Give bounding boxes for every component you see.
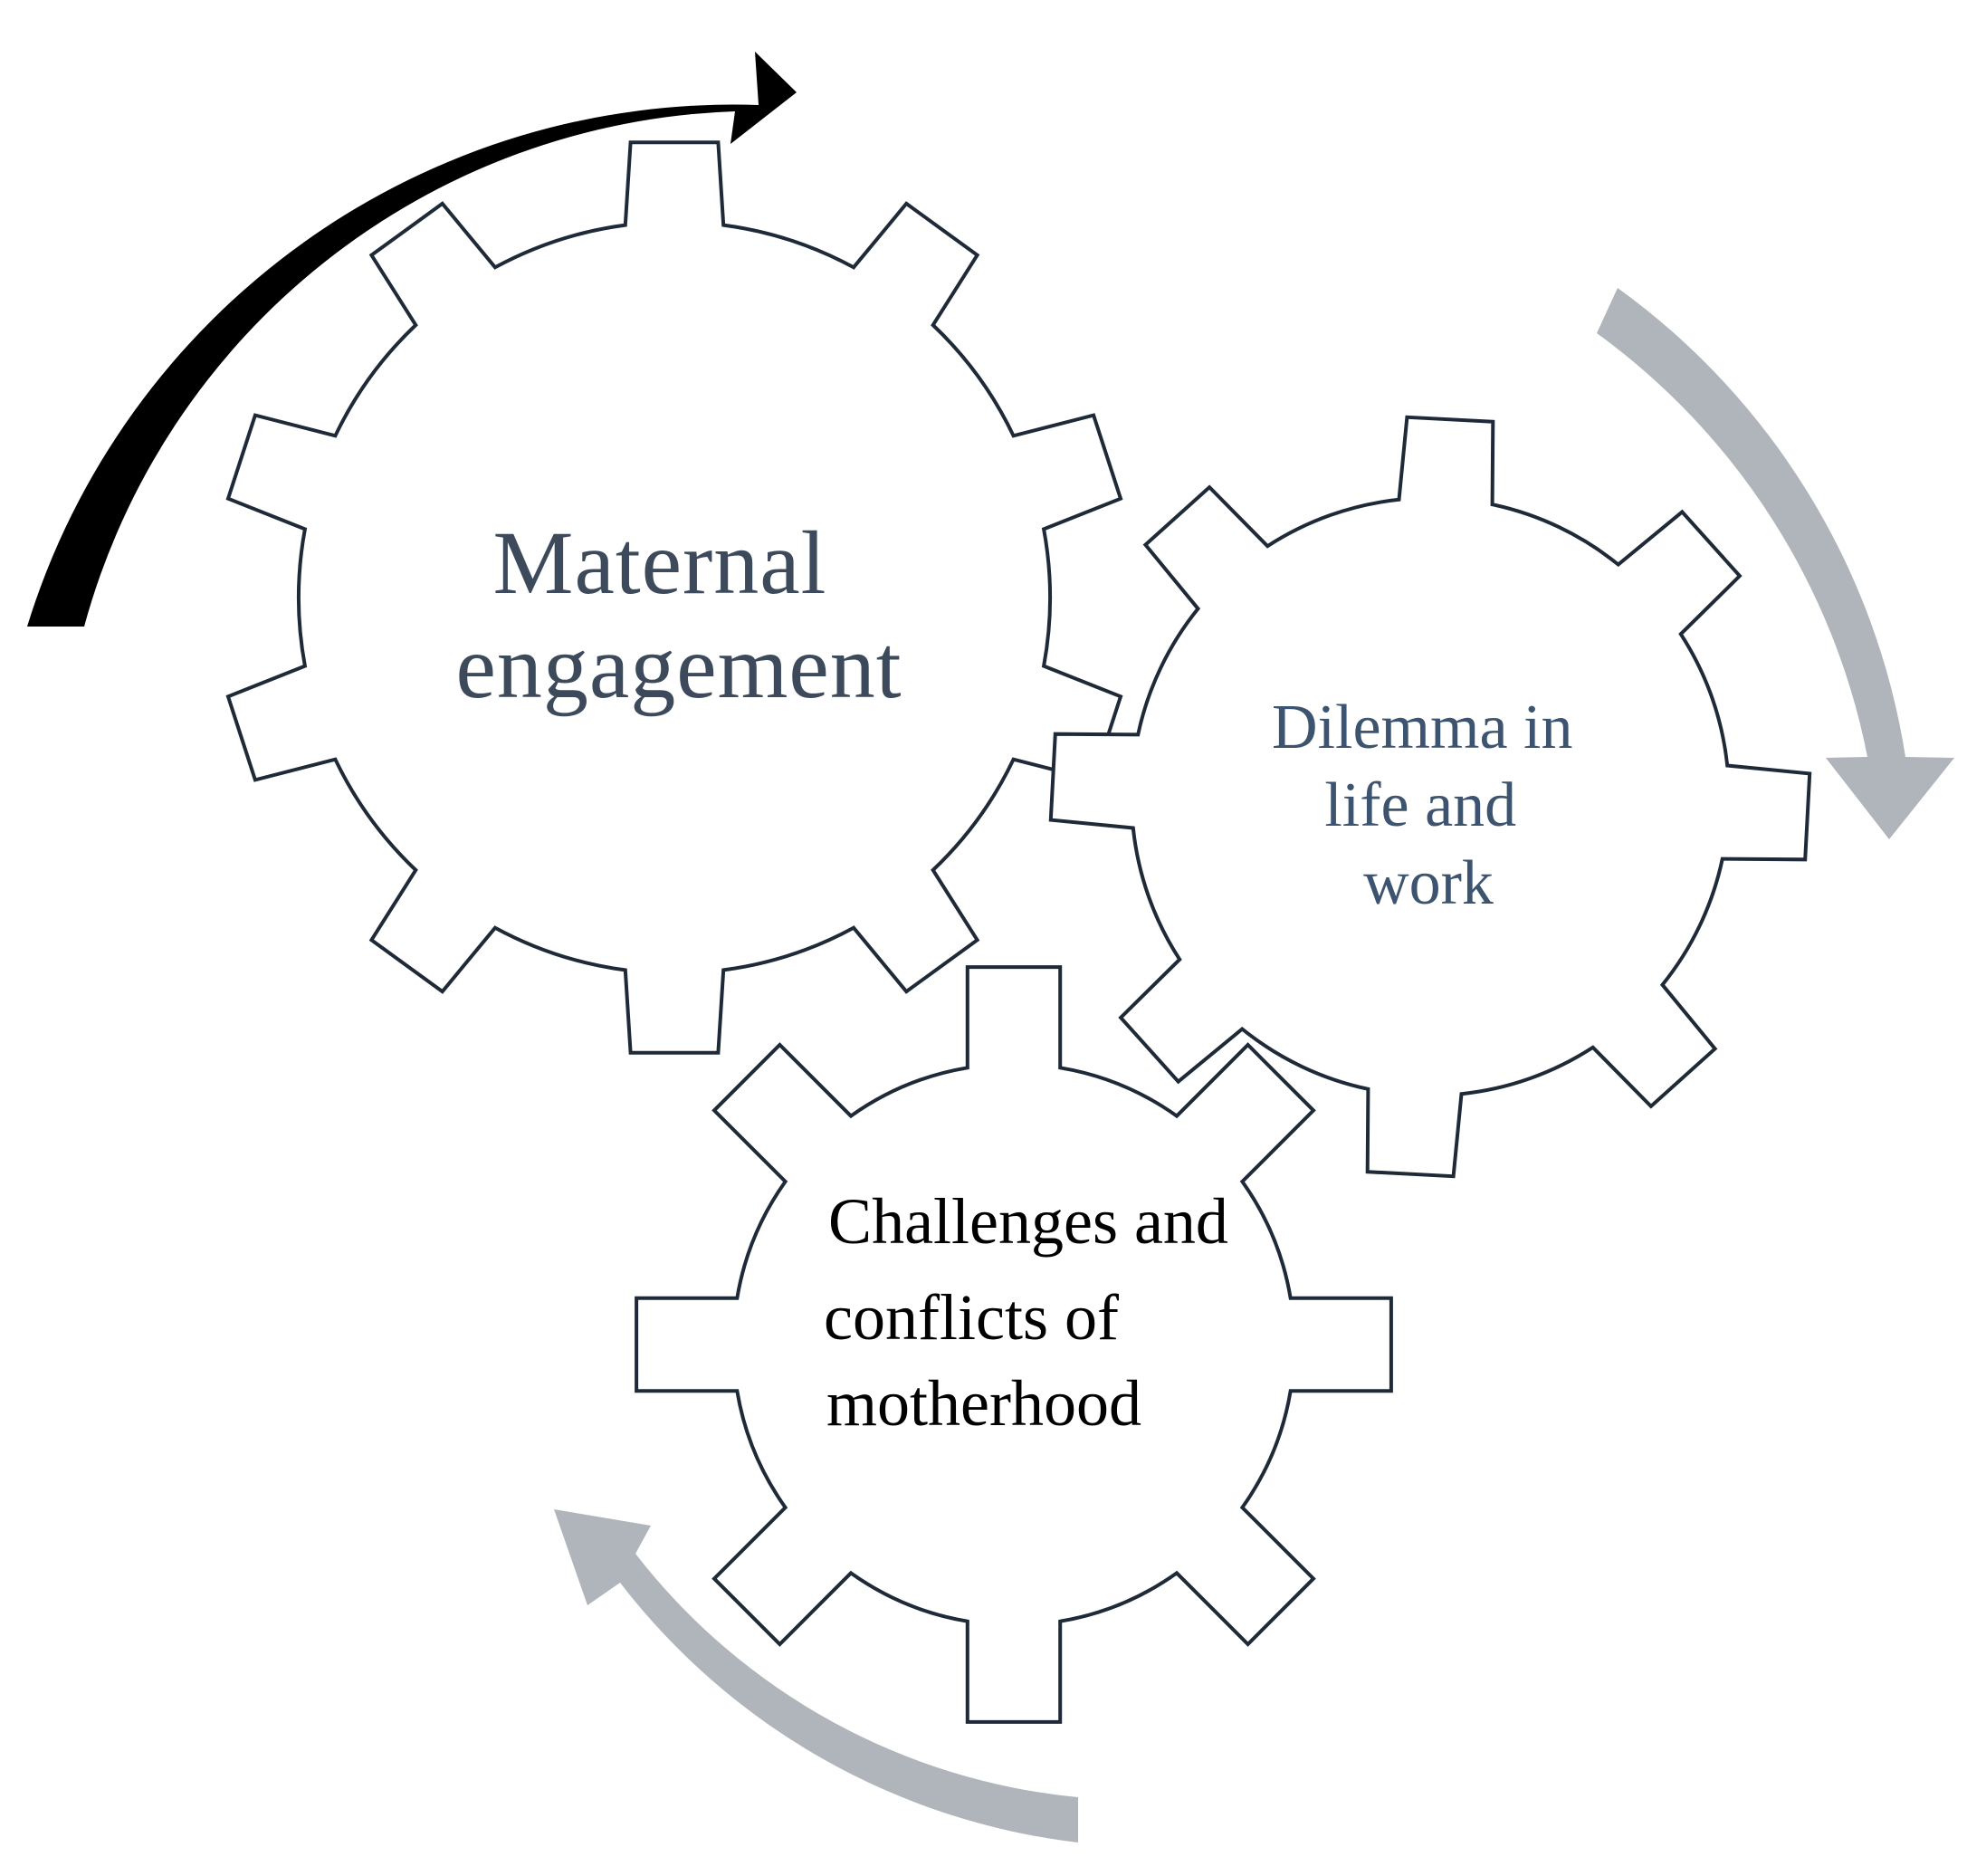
gear-label-line: Maternal bbox=[493, 512, 827, 613]
gear-label-line: Dilemma in bbox=[1272, 693, 1572, 762]
gear-label-line: motherhood bbox=[826, 1367, 1141, 1440]
gear-label-line: work bbox=[1363, 848, 1494, 918]
rotation-arrow-black bbox=[27, 52, 797, 627]
gear-maternal-engagement bbox=[225, 140, 1123, 1055]
gear-dilemma-life-work bbox=[1048, 415, 1812, 1179]
rotation-arrow-right-gray bbox=[1597, 288, 1954, 839]
gear-label-line: life and bbox=[1324, 770, 1516, 840]
gear-label-maternal: Maternal engagement bbox=[455, 512, 902, 717]
gear-challenges-motherhood bbox=[635, 965, 1393, 1724]
gear-label-line: engagement bbox=[455, 617, 902, 717]
gear-label-line: Challenges and bbox=[828, 1185, 1228, 1258]
gear-label-dilemma: Dilemma in life and work bbox=[1272, 693, 1589, 918]
gear-label-challenges: Challenges and conflicts of motherhood bbox=[824, 1185, 1245, 1440]
rotation-arrow-bottom-gray bbox=[554, 1509, 1078, 1842]
gear-label-line: conflicts of bbox=[824, 1281, 1119, 1354]
